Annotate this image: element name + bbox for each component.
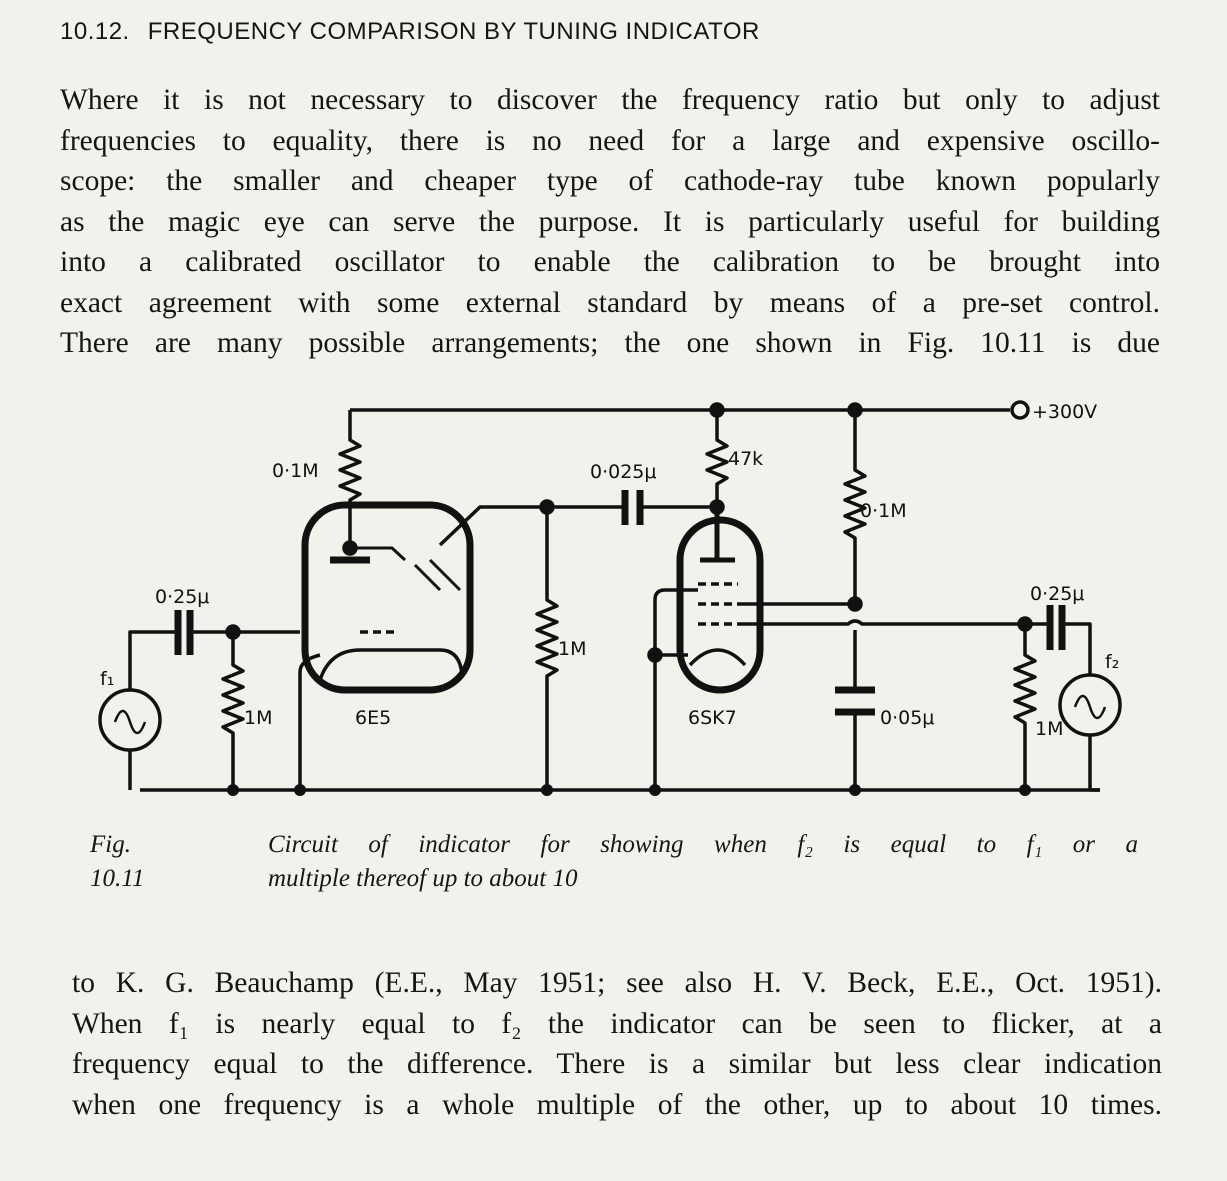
label-c-in-right: 0·25μ bbox=[1030, 583, 1084, 605]
tube-6e5 bbox=[301, 501, 474, 694]
resistor-mid bbox=[535, 507, 559, 790]
supply-terminal bbox=[1010, 400, 1030, 420]
text-line: to K. G. Beauchamp (E.E., May 1951; see … bbox=[72, 967, 1162, 999]
label-c-bypass: 0·05μ bbox=[880, 707, 934, 729]
label-c-in-left: 0·25μ bbox=[155, 586, 209, 608]
label-r-grid-right: 1M bbox=[1035, 718, 1063, 740]
paragraph-intro: Where it is not necessary to discover th… bbox=[60, 80, 1160, 364]
resistor-screen bbox=[843, 410, 867, 604]
label-supply: +300V bbox=[1032, 401, 1097, 423]
label-tube-6e5: 6E5 bbox=[355, 707, 391, 729]
label-c-coupling: 0·025μ bbox=[590, 461, 656, 483]
text-line: Where it is not necessary to discover th… bbox=[60, 84, 1160, 116]
label-source-f1: f₁ bbox=[100, 668, 114, 690]
resistor-grid-right bbox=[1013, 624, 1037, 790]
label-r-grid-left: 1M bbox=[244, 707, 272, 729]
sine-icon bbox=[1073, 694, 1107, 720]
text-line: frequencies to equality, there is no nee… bbox=[60, 124, 1160, 157]
label-r-mid: 1M bbox=[558, 638, 586, 660]
section-number: 10.12. bbox=[60, 18, 130, 45]
label-tube-6sk7: 6SK7 bbox=[688, 707, 737, 729]
text-line: when one frequency is a whole multiple o… bbox=[72, 1088, 1162, 1121]
label-source-f2: f₂ bbox=[1105, 651, 1119, 673]
caption-line: multiple thereof up to about 10 bbox=[268, 865, 578, 892]
figure-number: Fig. 10.11 bbox=[90, 831, 145, 892]
text-line: scope: the smaller and cheaper type of c… bbox=[60, 165, 1160, 197]
text-line: as the magic eye can serve the purpose. … bbox=[60, 205, 1160, 238]
sine-icon bbox=[113, 709, 147, 735]
label-r-screen: 0·1M bbox=[860, 500, 907, 522]
text-line: into a calibrated oscillator to enable t… bbox=[60, 246, 1160, 278]
section-heading: 10.12. FREQUENCY COMPARISON BY TUNING IND… bbox=[60, 18, 778, 46]
paragraph-continued: to K. G. Beauchamp (E.E., May 1951; see … bbox=[72, 963, 1162, 1125]
label-r-anode: 0·1M bbox=[272, 460, 319, 482]
text-line: When f₁ is nearly equal to f₂ the indica… bbox=[72, 1007, 1162, 1040]
resistor-47k bbox=[705, 410, 729, 507]
capacitor-right bbox=[1046, 605, 1066, 650]
caption-line: Circuit of indicator for showing when f₂… bbox=[268, 831, 1138, 858]
capacitor-bypass bbox=[835, 686, 875, 716]
text-line: frequency equal to the difference. There… bbox=[72, 1048, 1162, 1080]
resistor-grid-left bbox=[221, 632, 245, 790]
label-r-47k: 47k bbox=[728, 448, 763, 470]
capacitor-coupling bbox=[621, 490, 644, 525]
signal-source-f2 bbox=[1058, 673, 1122, 737]
text-line: exact agreement with some external stand… bbox=[60, 286, 1160, 319]
capacitor-left bbox=[174, 610, 194, 655]
text-line: There are many possible arrangements; th… bbox=[60, 327, 1160, 359]
section-title: FREQUENCY COMPARISON BY TUNING INDICATOR bbox=[147, 18, 760, 45]
